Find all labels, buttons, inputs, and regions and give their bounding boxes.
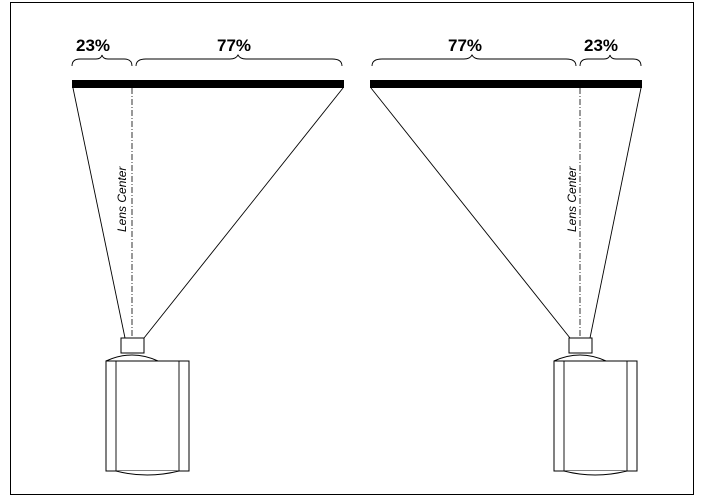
right-offset-label: 23%	[584, 36, 618, 55]
right-cone-left-edge	[370, 87, 571, 339]
right-main-brace	[371, 53, 577, 67]
diagram-frame	[10, 2, 694, 495]
left-projector	[105, 337, 190, 476]
left-offset-label: 23%	[76, 36, 110, 55]
left-setup: 23% 77% Lens Center	[71, 36, 344, 476]
right-cone-right-edge	[589, 87, 642, 339]
left-main-brace	[135, 53, 343, 67]
right-lens-center-label: Lens Center	[565, 166, 579, 232]
right-setup: 77% 23% Lens Center	[370, 36, 642, 476]
right-screen	[370, 80, 642, 88]
left-screen	[72, 80, 344, 88]
left-cone-right-edge	[143, 87, 344, 339]
left-main-label: 77%	[217, 36, 251, 55]
right-offset-brace	[579, 54, 642, 67]
left-cone-left-edge	[72, 87, 126, 339]
right-projector	[553, 337, 638, 476]
left-offset-brace	[71, 54, 133, 67]
right-main-label: 77%	[448, 36, 482, 55]
left-lens-center-label: Lens Center	[115, 166, 129, 232]
